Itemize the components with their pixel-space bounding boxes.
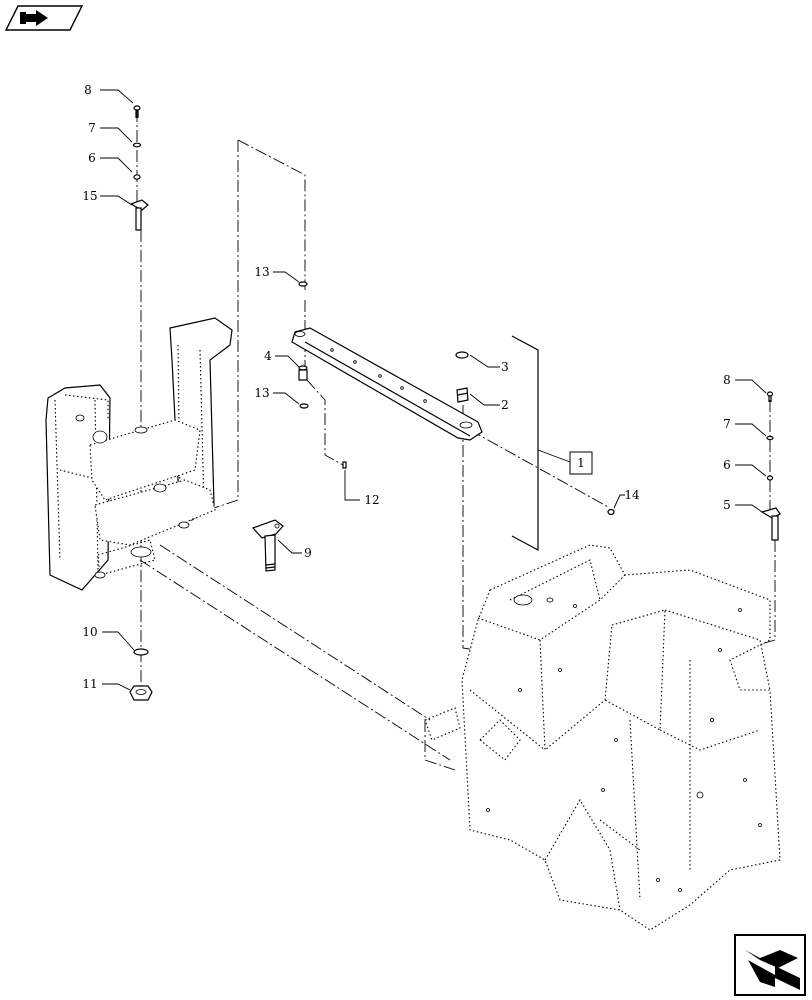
front-frame-bracket xyxy=(45,317,233,591)
drawbar-hardware xyxy=(298,281,615,516)
callout-label: 4 xyxy=(264,349,272,363)
callout-label: 11 xyxy=(82,677,97,691)
leader-lines xyxy=(100,89,767,691)
previous-page-button[interactable] xyxy=(4,5,84,31)
left-hardware-stack xyxy=(129,105,153,701)
callout-label: 9 xyxy=(304,546,312,560)
callout-label: 6 xyxy=(88,151,96,165)
callout-label: 6 xyxy=(723,458,731,472)
callout-labels: 8 7 6 15 13 4 13 3 2 1 12 14 9 10 11 8 7… xyxy=(82,83,730,691)
next-page-button[interactable] xyxy=(734,934,806,996)
drawbar xyxy=(291,327,483,441)
callout-label: 8 xyxy=(84,83,92,97)
callout-label: 8 xyxy=(723,373,731,387)
callout-label: 10 xyxy=(82,625,97,639)
callout-label: 13 xyxy=(254,386,269,400)
callout-label: 13 xyxy=(254,265,269,279)
callout-label: 5 xyxy=(723,498,731,512)
callout-1-bracket xyxy=(511,335,571,552)
callout-label: 7 xyxy=(88,121,96,135)
callout-label: 7 xyxy=(723,417,731,431)
callout-label: 1 xyxy=(577,456,585,470)
right-hardware-stack xyxy=(760,391,781,541)
drawbar-pin xyxy=(251,519,284,572)
callout-1-box xyxy=(569,451,593,475)
callout-label: 3 xyxy=(501,360,509,374)
callout-label: 14 xyxy=(624,488,640,502)
callout-label: 12 xyxy=(364,493,379,507)
back-arrow-icon xyxy=(20,10,48,26)
tractor-chassis xyxy=(424,544,781,931)
callout-label: 2 xyxy=(501,398,509,412)
callout-label: 15 xyxy=(82,189,97,203)
forward-arrow-icon xyxy=(745,950,800,990)
